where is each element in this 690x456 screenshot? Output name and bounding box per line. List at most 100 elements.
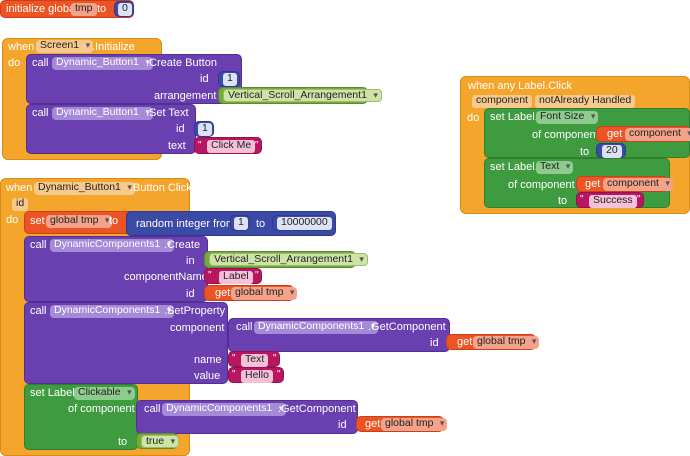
- random-from-block[interactable]: 1: [230, 215, 250, 231]
- get-label-3: get: [215, 287, 231, 299]
- close-quote-icon: ": [255, 140, 259, 151]
- get-global-tmp-block-3[interactable]: get global tmp: [356, 416, 448, 432]
- not-already-handled-param[interactable]: notAlready Handled: [535, 95, 636, 108]
- get-global-tmp-block-2[interactable]: get global tmp: [446, 334, 540, 350]
- text-name-value[interactable]: Text: [241, 354, 269, 367]
- get-label-5: get: [365, 418, 381, 430]
- settext-id-number-block[interactable]: 1: [194, 121, 214, 137]
- true-dropdown[interactable]: true: [141, 435, 180, 448]
- when-label-2: when: [6, 182, 33, 194]
- dynamic-button1-dropdown-2[interactable]: Dynamic_Button1: [52, 107, 153, 120]
- get-label-1: get: [607, 128, 623, 140]
- to-label-2: to: [558, 195, 568, 207]
- hello-value[interactable]: Hello: [241, 370, 273, 383]
- label-text-block[interactable]: " Label ": [204, 268, 262, 284]
- call-label-5: call: [236, 321, 253, 333]
- to-label-1: to: [580, 146, 590, 158]
- get-global-tmp-block-1[interactable]: get global tmp: [204, 285, 298, 301]
- id-param-label-2: id: [176, 123, 185, 135]
- get-component-dropdown-2[interactable]: component: [603, 178, 673, 191]
- random-to-value[interactable]: 10000000: [277, 217, 332, 230]
- set-label-text-2: set Label.: [490, 161, 538, 173]
- get-global-tmp-dropdown-1[interactable]: global tmp: [231, 287, 298, 300]
- random-to-label: to: [256, 218, 266, 230]
- global-init-value[interactable]: 0: [118, 3, 132, 16]
- font-size-number-block[interactable]: 20: [596, 143, 626, 158]
- open-quote-icon-2: ": [580, 194, 584, 205]
- click-me-value[interactable]: Click Me: [207, 140, 256, 153]
- button-click-event-label: .Button Click: [130, 182, 192, 194]
- dynamic-components1-dropdown-2[interactable]: DynamicComponents1: [50, 305, 175, 318]
- success-value[interactable]: Success: [589, 195, 637, 208]
- clickable-to-label: to: [118, 436, 128, 448]
- call-label-2: call: [32, 107, 49, 119]
- getcomp-id-label-1: id: [430, 337, 439, 349]
- open-quote-icon-5: ": [232, 369, 236, 380]
- open-quote-icon-4: ": [232, 353, 236, 364]
- success-text-block[interactable]: " Success ": [576, 192, 644, 208]
- hello-text-block[interactable]: " Hello ": [228, 367, 284, 383]
- create-id-label: id: [186, 288, 195, 300]
- get-component-method-label-1: .GetComponent: [368, 321, 446, 333]
- id-param[interactable]: id: [12, 198, 29, 211]
- close-quote-icon-3: ": [255, 270, 259, 281]
- dynamic-button1-dropdown[interactable]: Dynamic_Button1: [52, 57, 153, 70]
- name-param-label: name: [194, 354, 222, 366]
- font-size-value[interactable]: 20: [602, 145, 622, 158]
- get-component-method-label-2: .GetComponent: [278, 403, 356, 415]
- random-integer-label: random integer from: [136, 218, 236, 230]
- component-name-label: componentName: [124, 271, 208, 283]
- do-label-2: do: [467, 112, 480, 124]
- click-me-text-block[interactable]: " Click Me ": [194, 137, 262, 154]
- do-label-3: do: [6, 214, 19, 226]
- open-quote-icon-3: ": [208, 270, 212, 281]
- set-property-method-label: .SetProperty: [164, 305, 226, 317]
- get-global-tmp-dropdown-3[interactable]: global tmp: [381, 418, 448, 431]
- get-global-tmp-dropdown-2[interactable]: global tmp: [473, 336, 540, 349]
- get-component-block-2[interactable]: get component: [576, 176, 673, 192]
- global-init-number-block[interactable]: 0: [114, 1, 134, 17]
- of-component-label-2: of component: [508, 179, 575, 191]
- label-value[interactable]: Label: [219, 271, 253, 284]
- font-size-dropdown[interactable]: Font Size: [536, 111, 599, 124]
- screen1-dropdown[interactable]: Screen1: [36, 40, 94, 53]
- get-component-dropdown-1[interactable]: component: [625, 128, 690, 141]
- dynamic-button1-event-dropdown[interactable]: Dynamic_Button1: [34, 182, 135, 195]
- initialize-global-block[interactable]: initialize global tmp to: [0, 0, 134, 18]
- initialize-global-label: initialize global: [6, 3, 78, 15]
- arrangement-component-block[interactable]: Vertical_Scroll_Arrangement1: [218, 87, 382, 104]
- component-param-label: component: [170, 322, 225, 334]
- dynamic-components1-dropdown-4[interactable]: DynamicComponents1: [162, 403, 287, 416]
- get-component-block-1[interactable]: get component: [596, 126, 690, 142]
- create-button-method: .Create Button: [146, 57, 217, 69]
- of-component-label-3: of component: [68, 403, 135, 415]
- get-label-2: get: [585, 178, 601, 190]
- vertical-scroll-arrangement-dropdown-2[interactable]: Vertical_Scroll_Arrangement1: [209, 253, 368, 266]
- random-to-block[interactable]: 10000000: [272, 215, 332, 231]
- true-logic-block[interactable]: true: [136, 433, 180, 449]
- set-label: set: [30, 215, 45, 227]
- global-to-label: to: [97, 3, 107, 15]
- create-method-label: .Create: [164, 239, 201, 251]
- dynamic-components1-dropdown[interactable]: DynamicComponents1: [50, 239, 175, 252]
- arrangement-param-label: arrangement: [154, 90, 217, 102]
- component-param[interactable]: component: [472, 95, 532, 108]
- dynamic-components1-dropdown-3[interactable]: DynamicComponents1: [254, 321, 379, 334]
- in-arrangement-block[interactable]: Vertical_Scroll_Arrangement1: [204, 251, 368, 268]
- any-label-click-title: when any Label.Click: [468, 80, 572, 92]
- call-label-6: call: [144, 403, 161, 415]
- set-text-method: .Set Text: [146, 107, 189, 119]
- global-tmp-dropdown[interactable]: global tmp: [46, 215, 113, 228]
- in-param-label: in: [186, 255, 195, 267]
- text-prop-dropdown[interactable]: Text: [536, 161, 574, 174]
- clickable-dropdown[interactable]: Clickable: [74, 387, 135, 400]
- global-var-name[interactable]: tmp: [71, 3, 97, 16]
- settext-id-value[interactable]: 1: [198, 123, 212, 136]
- create-id-value[interactable]: 1: [223, 73, 237, 86]
- vertical-scroll-arrangement-dropdown[interactable]: Vertical_Scroll_Arrangement1: [223, 89, 382, 102]
- text-name-block[interactable]: " Text ": [228, 351, 280, 367]
- create-id-number-block[interactable]: 1: [218, 71, 240, 87]
- id-param-label: id: [200, 73, 209, 85]
- set-label-text-1: set Label.: [490, 111, 538, 123]
- random-from-value[interactable]: 1: [234, 217, 248, 230]
